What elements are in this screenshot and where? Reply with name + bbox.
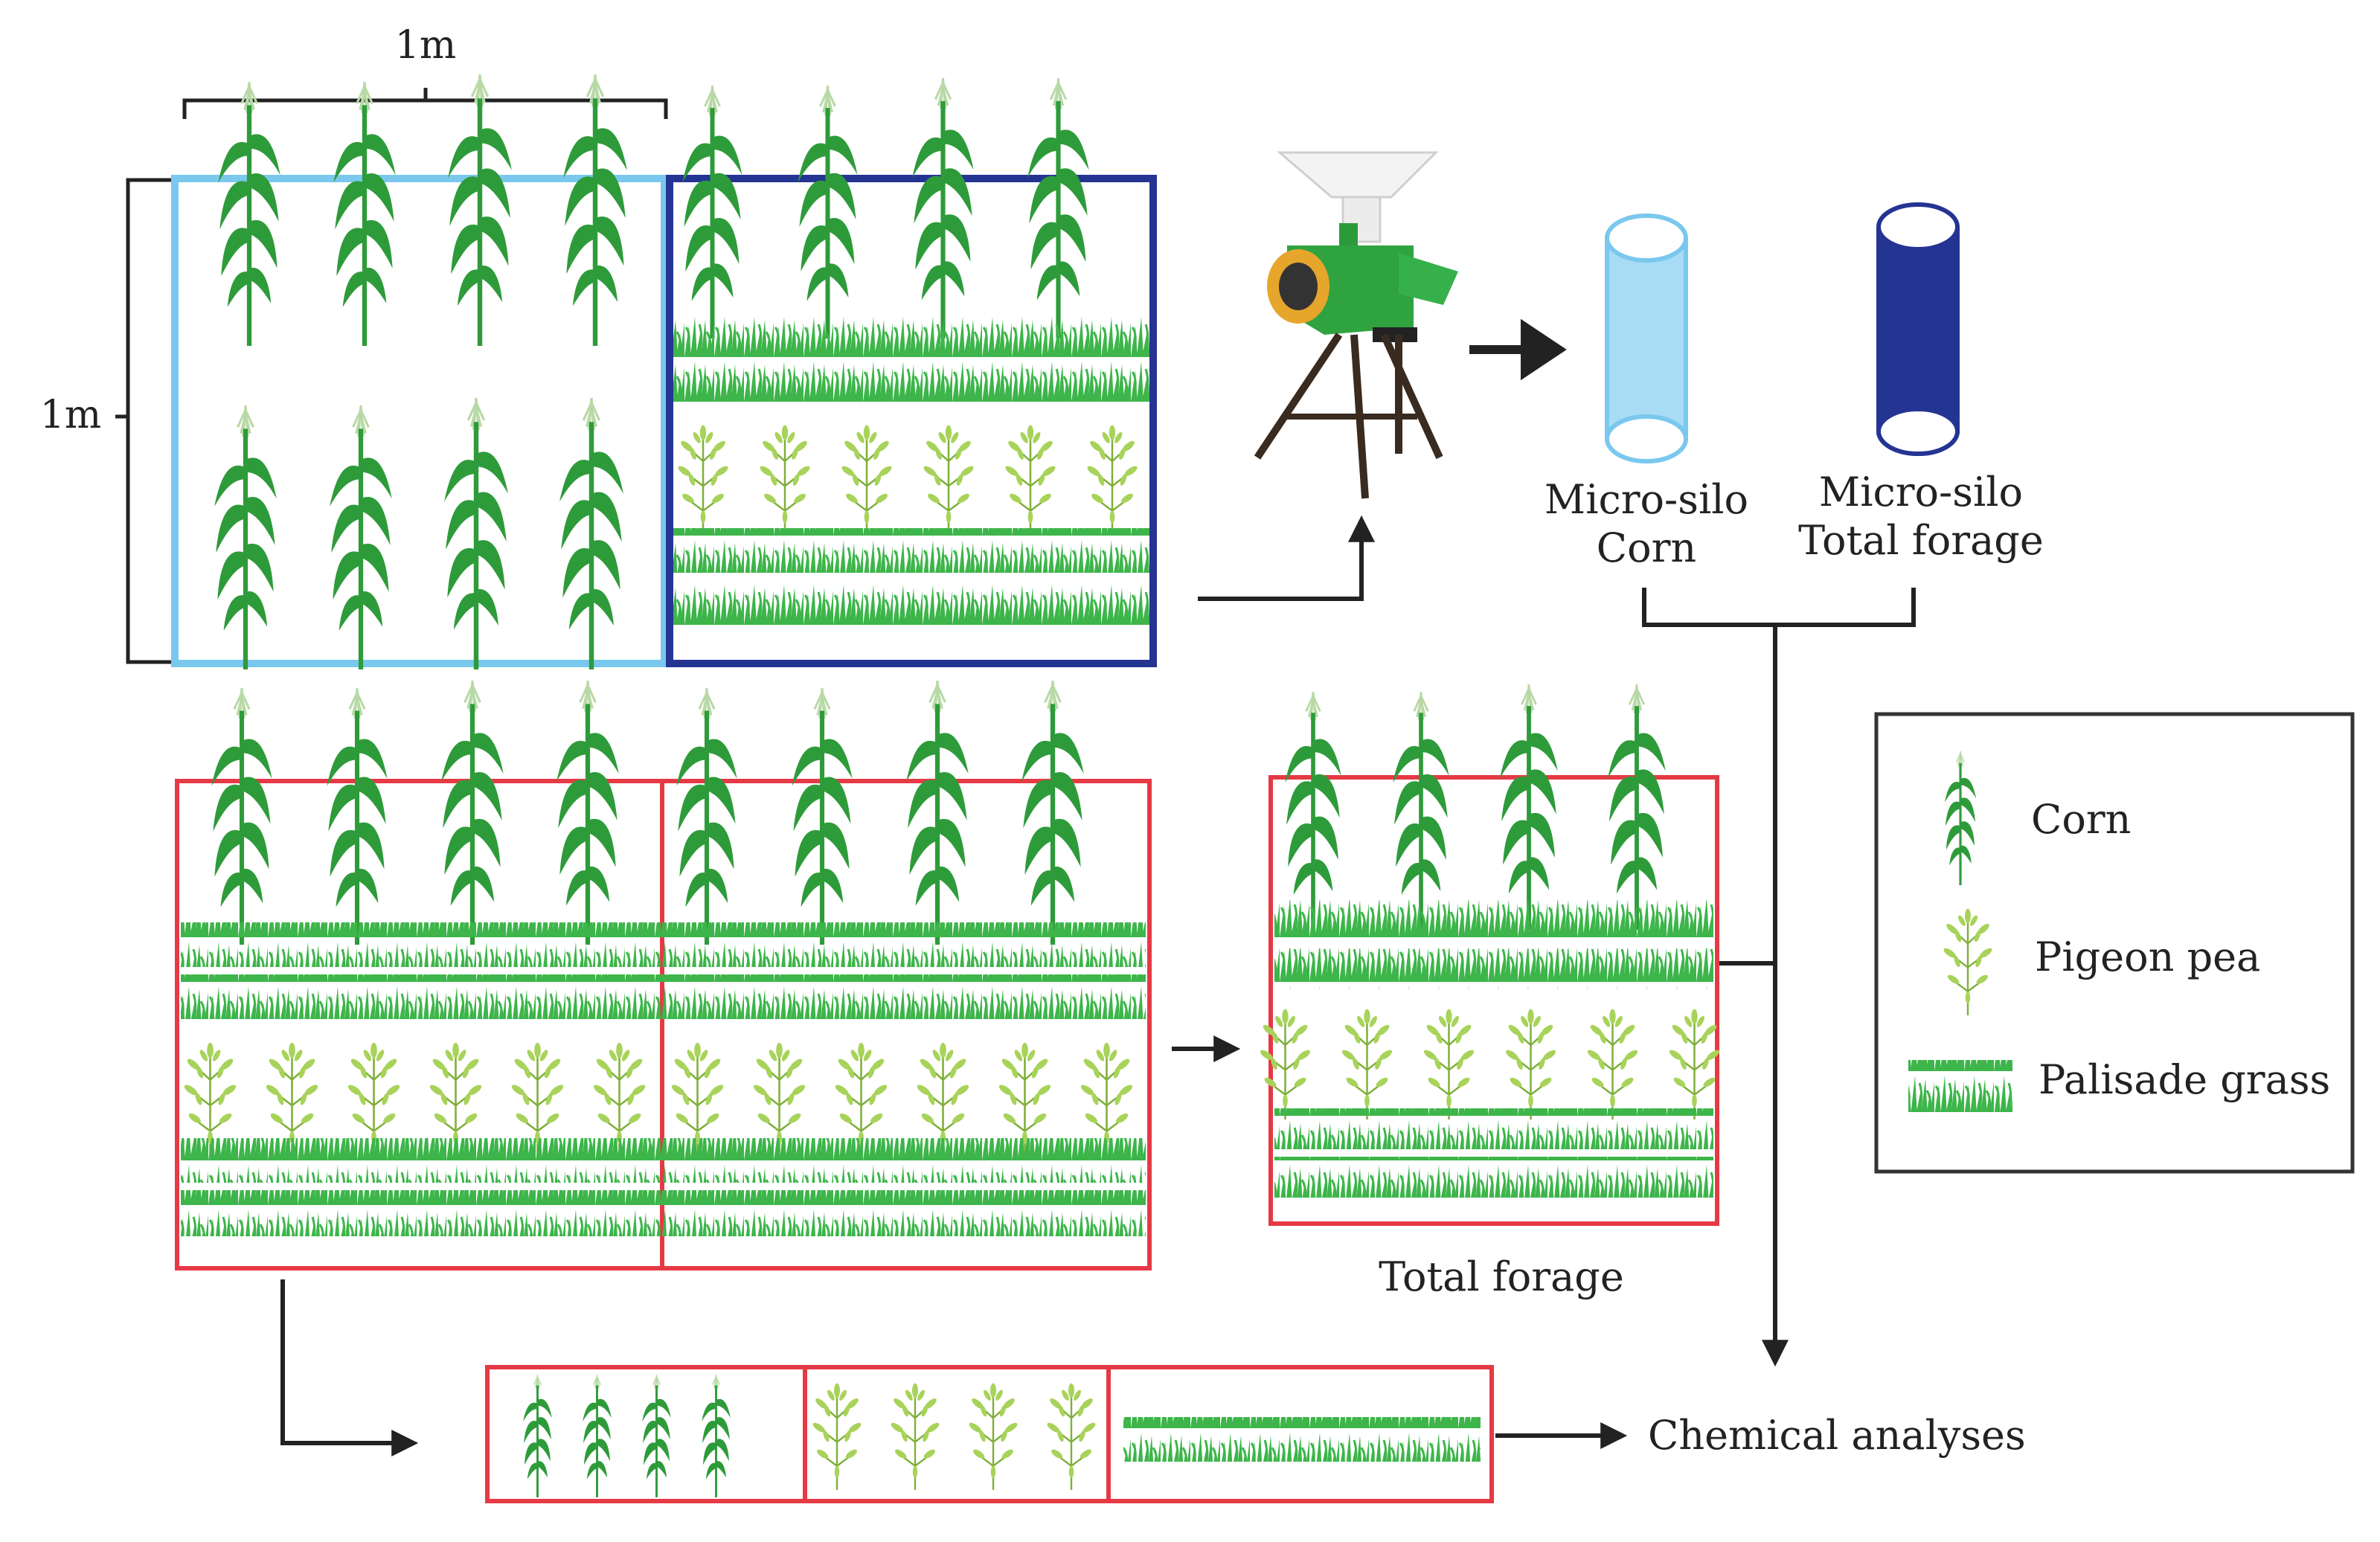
legend-palisade-grass-icon [1908,1060,2012,1112]
legend-corn-label: Corn [2031,796,2131,843]
separated-components-dividers [803,1367,1111,1501]
sample-plots-plants [181,681,1146,1236]
corn-plot-plants [214,74,627,669]
corn-plant [218,82,280,346]
separated-palisade-grass [1123,1417,1481,1462]
width-dimension-label: 1m [395,23,456,68]
silo-total-label-2: Total forage [1798,517,2044,564]
arrow-to-silos [1469,318,1567,381]
arrow-to-grinder [1198,515,1375,601]
height-dimension-label: 1m [40,393,101,437]
sample-plot-right [660,779,1152,1270]
silo-total-label-1: Micro-silo [1819,469,2023,515]
separated-corn [523,1375,731,1497]
corn-plant [448,74,512,346]
total-forage-box [1268,775,1719,1226]
silo-corn-label-2: Corn [1597,524,1696,571]
legend-palisade-grass-label: Palisade grass [2039,1056,2330,1103]
corn-plant [444,398,508,669]
micro-silo-total-forage: Micro-silo Total forage [1798,202,2044,564]
legend: Corn Pigeon pea Palisade grass [1874,712,2355,1174]
mixed-plot-box [666,175,1157,667]
arrow-to-separation [280,1279,419,1456]
silo-corn-label-1: Micro-silo [1545,476,1748,523]
corn-plant [330,405,392,669]
mixed-plot-plants [673,78,1149,625]
separated-pigeon-pea [810,1382,1098,1490]
dimension-height: 1m [40,178,173,664]
legend-pigeon-pea-label: Pigeon pea [2035,934,2260,980]
corn-plot-box [171,175,668,667]
silo-bracket [1642,588,1916,627]
corn-plant [333,82,396,346]
micro-silo-corn: Micro-silo Corn [1545,213,1748,571]
corn-plant [559,398,623,669]
dimension-width: 1m [182,23,668,119]
corn-plant [214,405,277,669]
total-forage-plants [1257,684,1722,1198]
total-forage-label: Total forage [1379,1253,1624,1300]
corn-plant [563,74,627,346]
forage-chopper-icon [1254,151,1458,499]
separated-components-box [485,1365,1494,1503]
chemical-analyses-label: Chemical analyses [1648,1412,2026,1459]
